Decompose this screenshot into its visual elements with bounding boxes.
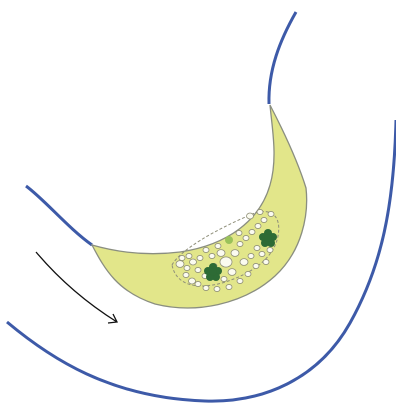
lipid-particle xyxy=(203,247,209,252)
lipid-particle xyxy=(214,286,220,291)
lipid-particle xyxy=(263,259,269,264)
lipid-particle xyxy=(220,257,232,267)
lipid-particle xyxy=(267,247,273,252)
lipid-particle xyxy=(249,229,255,234)
plaque-deposit xyxy=(92,105,307,308)
lipid-particle xyxy=(203,285,209,290)
lipid-particle xyxy=(184,265,190,270)
inner-vessel-wall-left xyxy=(26,186,92,245)
inner-vessel-wall-right xyxy=(269,12,296,104)
lipid-particle xyxy=(217,250,225,257)
lipid-particle xyxy=(179,255,185,260)
lipid-particle xyxy=(176,261,184,268)
lipid-particle xyxy=(259,251,265,256)
lipid-particle xyxy=(190,259,197,265)
lipid-particle xyxy=(183,272,189,277)
lipid-particle xyxy=(228,269,236,276)
lipid-particle xyxy=(195,281,201,286)
lipid-particle xyxy=(240,259,248,266)
lipid-particle xyxy=(261,217,267,222)
lipid-particle xyxy=(257,209,263,214)
lipid-particle xyxy=(209,253,215,258)
lipid-particle xyxy=(236,230,242,235)
lipid-particle xyxy=(195,267,201,272)
lipid-particle xyxy=(231,250,239,257)
lipid-particle xyxy=(186,253,192,258)
lipid-particle xyxy=(226,284,232,289)
lipid-particle xyxy=(197,255,203,260)
lipid-particle xyxy=(189,278,196,284)
lipid-particle xyxy=(237,278,243,283)
lipid-particle xyxy=(237,241,243,246)
lipid-particle xyxy=(253,263,259,268)
light-cell xyxy=(225,236,233,244)
lipid-particle xyxy=(268,211,274,216)
lipid-particle xyxy=(255,223,261,228)
lipid-particle xyxy=(243,235,249,240)
lipid-particle xyxy=(247,213,254,219)
lipid-particle xyxy=(245,271,251,276)
lipid-particle xyxy=(248,253,254,258)
lipid-particle xyxy=(254,245,260,250)
lipid-particle xyxy=(215,243,221,248)
lipid-particle xyxy=(221,276,227,281)
